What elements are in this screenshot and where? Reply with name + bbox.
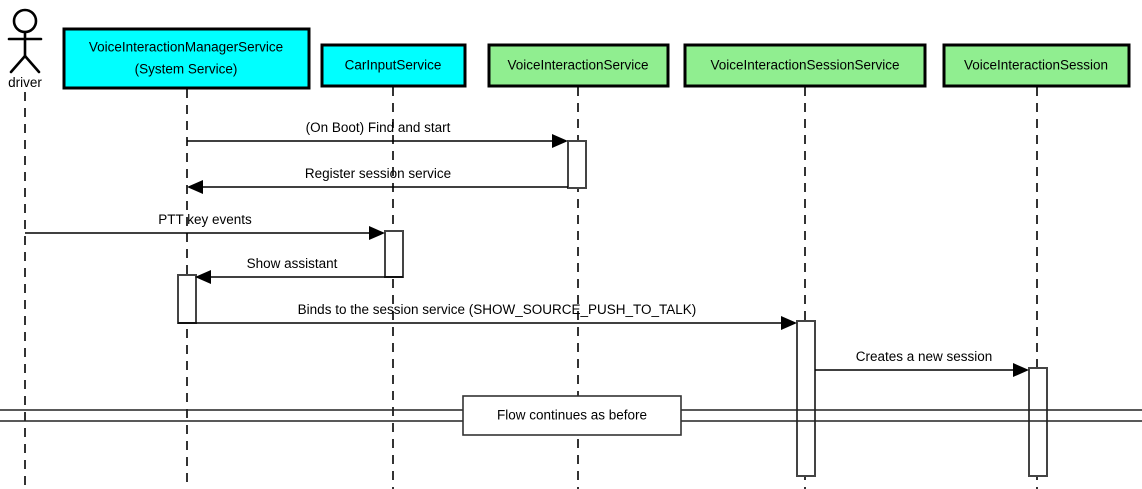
divider-label-box <box>462 395 682 436</box>
activation-bar-vis <box>567 140 587 189</box>
participant-boxes-group: VoiceInteractionManagerService (System S… <box>62 27 1131 90</box>
messages-group: (On Boot) Find and start Register sessio… <box>25 120 1029 377</box>
participant-label-carinput: CarInputService <box>345 58 442 73</box>
message-binds-to-session-service[interactable]: Binds to the session service (SHOW_SOURC… <box>178 302 797 330</box>
message-show-assistant[interactable]: Show assistant <box>195 256 403 284</box>
message-label-m1: (On Boot) Find and start <box>306 120 451 135</box>
participant-box-carinput-rect <box>320 43 467 88</box>
participant-box-viss-rect <box>683 43 927 88</box>
actor-head-icon <box>12 8 38 34</box>
participant-label-viss: VoiceInteractionSessionService <box>710 58 899 73</box>
message-label-m2: Register session service <box>305 166 451 181</box>
participant-box-viss[interactable]: VoiceInteractionSessionService <box>683 43 927 88</box>
divider-label-text: Flow continues as before <box>497 408 647 423</box>
participant-box-vims-rect <box>62 27 311 90</box>
message-arrowhead-m1 <box>552 134 568 148</box>
flow-divider: Flow continues as before <box>0 395 1142 436</box>
participant-box-vis-rect <box>487 43 670 88</box>
participant-box-session-rect <box>942 43 1131 88</box>
participant-box-carinput[interactable]: CarInputService <box>320 43 467 88</box>
participant-label-vims-line1: VoiceInteractionManagerService <box>89 40 283 55</box>
message-register-session-service[interactable]: Register session service <box>187 166 568 194</box>
activation-bars-group <box>177 140 1048 477</box>
actor-leg-right-icon <box>23 54 41 74</box>
message-arrowhead-m6 <box>1013 363 1029 377</box>
message-arrowhead-m2 <box>187 180 203 194</box>
message-ptt-key-events[interactable]: PTT key events <box>25 212 385 240</box>
participant-box-session[interactable]: VoiceInteractionSession <box>942 43 1131 88</box>
message-arrowhead-m4 <box>195 270 211 284</box>
message-creates-a-new-session[interactable]: Creates a new session <box>815 349 1029 377</box>
participant-box-vims[interactable]: VoiceInteractionManagerService (System S… <box>62 27 311 90</box>
message-arrowhead-m5 <box>781 316 797 330</box>
participant-label-vims-line2: (System Service) <box>135 62 238 77</box>
message-label-m4: Show assistant <box>247 256 338 271</box>
message-label-m6: Creates a new session <box>856 349 993 364</box>
driver-actor-label: driver <box>8 75 42 90</box>
activation-bar-session <box>1028 367 1048 477</box>
message-label-m3: PTT key events <box>158 212 252 227</box>
driver-actor: driver <box>7 8 42 90</box>
message-on-boot-find-and-start[interactable]: (On Boot) Find and start <box>187 120 568 148</box>
participant-label-session: VoiceInteractionSession <box>964 58 1108 73</box>
participant-label-vis: VoiceInteractionService <box>507 58 648 73</box>
activation-bar-vims <box>177 274 197 324</box>
actor-leg-left-icon <box>9 54 27 74</box>
message-label-m5: Binds to the session service (SHOW_SOURC… <box>298 302 697 317</box>
participant-box-vis[interactable]: VoiceInteractionService <box>487 43 670 88</box>
message-arrowhead-m3 <box>369 226 385 240</box>
activation-bar-carinput <box>384 230 404 278</box>
activation-bar-viss <box>796 320 816 477</box>
